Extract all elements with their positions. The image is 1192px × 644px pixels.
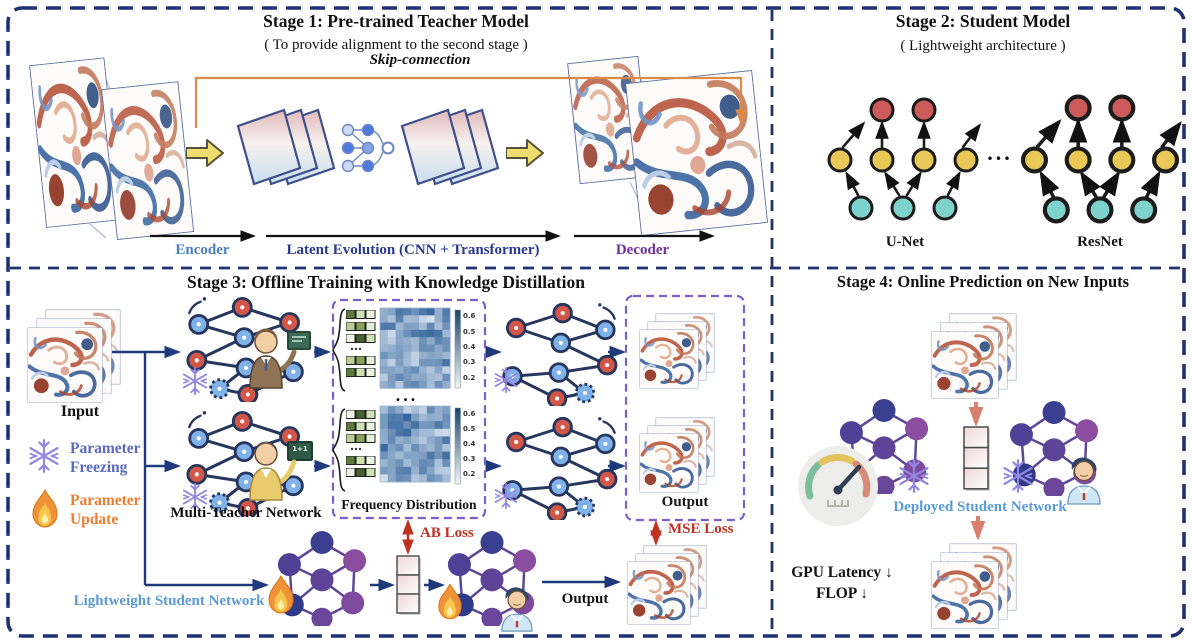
student-output-stack: [627, 545, 707, 625]
latent-vector: [963, 426, 990, 491]
colorbar-tick: 0.3: [463, 455, 476, 463]
teacher-network-4: [502, 416, 618, 520]
colorbar-tick: 0.4: [463, 343, 476, 351]
stage3-ellipsis: ...: [395, 385, 419, 405]
frequency-distribution-label: Frequency Distribution: [341, 497, 477, 512]
stage2-title: Stage 2: Student Model: [895, 11, 1071, 31]
teacher-output-stack-2: [639, 417, 715, 493]
latent-layer-stack-right: [400, 108, 500, 186]
frequency-heatmap: [380, 406, 451, 483]
skip-connection-label: Skip-connection: [369, 52, 471, 68]
flame-icon: [438, 583, 462, 620]
colorbar-tick: 0.3: [463, 358, 476, 366]
resnet-graph: [1020, 94, 1182, 224]
gpu-latency-label: GPU Latency ↓: [791, 564, 893, 581]
input-label: Input: [60, 403, 100, 420]
colorbar-tick: 0.4: [463, 440, 476, 448]
stage1-encoder-input-planes: [29, 57, 195, 241]
frequency-heatmap: [380, 308, 451, 389]
teacher-output-stack-1: [639, 313, 715, 389]
frequency-distribution-box: [331, 298, 487, 520]
teacher-output-label: Output: [661, 494, 709, 510]
latent-evolution-label: Latent Evolution (CNN + Transformer): [286, 242, 540, 258]
deployed-network-right: [1008, 400, 1100, 496]
skip-connection-line: [194, 76, 747, 128]
colorbar-tick: 0.6: [463, 410, 476, 418]
student-network-1: [276, 530, 368, 626]
panel-frame: [6, 6, 1186, 638]
transformer-bottleneck-icon: [341, 123, 395, 173]
flop-label: FLOP ↓: [815, 585, 869, 602]
teacher-icon: [249, 441, 313, 501]
block-arrow-icon: [186, 139, 224, 167]
snowflake-icon: [182, 366, 208, 396]
decoder-label: Decoder: [615, 242, 670, 258]
colorbar-tick: 0.2: [463, 374, 476, 382]
resnet-label: ResNet: [1077, 234, 1123, 250]
colorbar-tick: 0.2: [463, 470, 476, 478]
encoder-label: Encoder: [175, 242, 230, 258]
stage1-decoder-output-planes: [567, 55, 769, 236]
lightweight-student-label: Lightweight Student Network: [73, 593, 265, 609]
chalkboard-text: 1+1: [292, 445, 308, 453]
distill-arrows-into-box: [314, 345, 627, 473]
flame-icon: [32, 489, 58, 528]
parameter-freezing-label: Parameter Freezing: [70, 440, 141, 476]
multi-teacher-label: Multi-Teacher Network: [170, 505, 322, 521]
teacher-icon: [249, 328, 311, 389]
unet-label: U-Net: [885, 234, 925, 250]
student-output-label: Output: [561, 591, 609, 607]
stage2-subtitle: ( Lightweight architecture ): [900, 38, 1066, 54]
latent-vector: [396, 555, 421, 615]
block-arrow-icon: [506, 139, 544, 167]
frequency-group-2: [332, 405, 461, 492]
latent-layer-stack-left: [236, 108, 336, 186]
colorbar-tick: 0.5: [463, 425, 476, 433]
teacher-network-3: [502, 302, 618, 406]
gauge-icon: [798, 446, 878, 526]
colorbar: [454, 309, 461, 389]
teacher-network-2: [186, 410, 304, 516]
branch-arrows: [112, 345, 270, 592]
new-input-stack: [931, 313, 1017, 399]
stage1-title: Stage 1: Pre-trained Teacher Model: [263, 11, 529, 31]
stage2-ellipsis: ...: [987, 140, 1013, 165]
ab-loss-label: AB Loss: [420, 525, 474, 541]
colorbar-tick: 0.6: [463, 312, 476, 320]
colorbar: [454, 407, 461, 485]
mse-loss-label: MSE Loss: [668, 521, 734, 537]
input-image-stack: [27, 309, 121, 403]
stage3-title: Stage 3: Offline Training with Knowledge…: [187, 272, 585, 292]
snowflake-icon: [29, 439, 59, 473]
unet-graph: [827, 97, 982, 221]
prediction-output-stack: [931, 543, 1017, 629]
frequency-group-1: [332, 307, 461, 392]
teacher-output-box: [624, 294, 746, 522]
colorbar-tick: 0.5: [463, 328, 476, 336]
deployed-student-label: Deployed Student Network: [893, 499, 1067, 515]
stage1-subtitle: ( To provide alignment to the second sta…: [264, 37, 528, 53]
parameter-update-label: Parameter Update: [70, 492, 141, 528]
student-network-2: [446, 530, 538, 626]
stage4-title: Stage 4: Online Prediction on New Inputs: [836, 272, 1130, 291]
